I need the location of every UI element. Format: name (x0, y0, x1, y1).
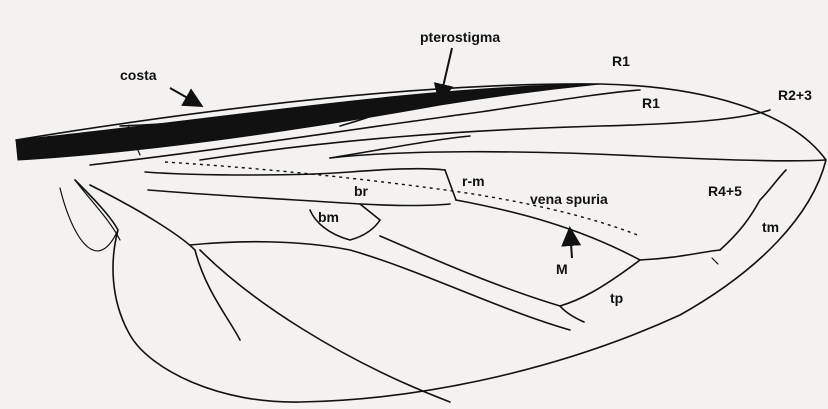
m-arrow (570, 230, 572, 258)
basal-vein-upper (145, 169, 445, 175)
anal-vein-1 (200, 250, 450, 402)
label-r2-3: R2+3 (778, 87, 812, 103)
tm-crossvein (720, 170, 786, 250)
m1-vein (456, 200, 720, 260)
label-vena-spuria: vena spuria (530, 191, 608, 207)
cu-vein (190, 242, 570, 330)
m2-vein (380, 236, 640, 306)
label-tm: tm (762, 219, 779, 235)
label-r-m: r-m (462, 173, 485, 189)
costa-arrow (170, 88, 200, 105)
label-r4-5: R4+5 (708, 183, 742, 199)
label-r1-inner: R1 (642, 95, 660, 111)
br-crossvein (445, 170, 456, 200)
rs-branch (330, 136, 470, 158)
label-br: br (354, 183, 369, 199)
label-tp: tp (610, 290, 623, 306)
tp-crossvein (560, 306, 584, 322)
label-r1-top: R1 (612, 53, 630, 69)
basal-vein-lower (148, 190, 450, 206)
label-bm: bm (318, 209, 339, 225)
tm-stub (712, 258, 718, 264)
costa-vein (16, 84, 600, 160)
r4-5-vein (330, 152, 826, 161)
label-m: M (556, 261, 568, 277)
bm-side (360, 204, 380, 220)
label-costa: costa (120, 67, 157, 83)
label-pterostigma: pterostigma (420, 29, 500, 45)
